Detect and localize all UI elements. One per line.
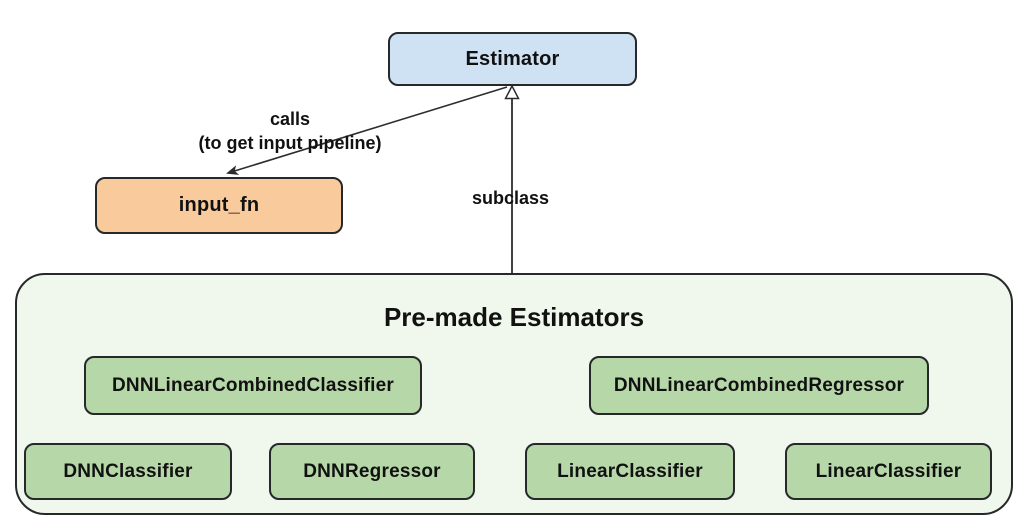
dnn-linear-combined-classifier-label: DNNLinearCombinedClassifier <box>111 374 394 396</box>
dnn-linear-combined-regressor-label: DNNLinearCombinedRegressor <box>613 374 905 396</box>
premade-estimators-container: Pre-made Estimators DNNLinearCombinedCla… <box>15 273 1013 515</box>
calls-edge-label: calls (to get input pipeline) <box>60 107 520 156</box>
dnn-classifier-label: DNNClassifier <box>63 460 193 482</box>
subclass-hollow-triangle-icon <box>504 84 520 100</box>
dnn-regressor-label: DNNRegressor <box>303 460 441 482</box>
calls-edge-label-line1: calls <box>269 109 311 129</box>
input-fn-label: input_fn <box>178 194 260 216</box>
estimator-node: Estimator <box>388 32 637 86</box>
linear-classifier-node-1: LinearClassifier <box>525 443 735 500</box>
dnn-linear-combined-regressor-node: DNNLinearCombinedRegressor <box>589 356 929 415</box>
linear-classifier-node-2: LinearClassifier <box>785 443 992 500</box>
linear-classifier-label-1: LinearClassifier <box>557 460 703 482</box>
premade-estimators-title: Pre-made Estimators <box>383 302 645 332</box>
dnn-linear-combined-classifier-node: DNNLinearCombinedClassifier <box>84 356 422 415</box>
dnn-classifier-node: DNNClassifier <box>24 443 232 500</box>
estimator-label: Estimator <box>465 47 560 70</box>
calls-edge-label-line2: (to get input pipeline) <box>198 133 382 154</box>
input-fn-node: input_fn <box>95 177 343 234</box>
dnn-regressor-node: DNNRegressor <box>269 443 475 500</box>
linear-classifier-label-2: LinearClassifier <box>815 460 962 482</box>
subclass-edge-label: subclass <box>472 188 550 208</box>
